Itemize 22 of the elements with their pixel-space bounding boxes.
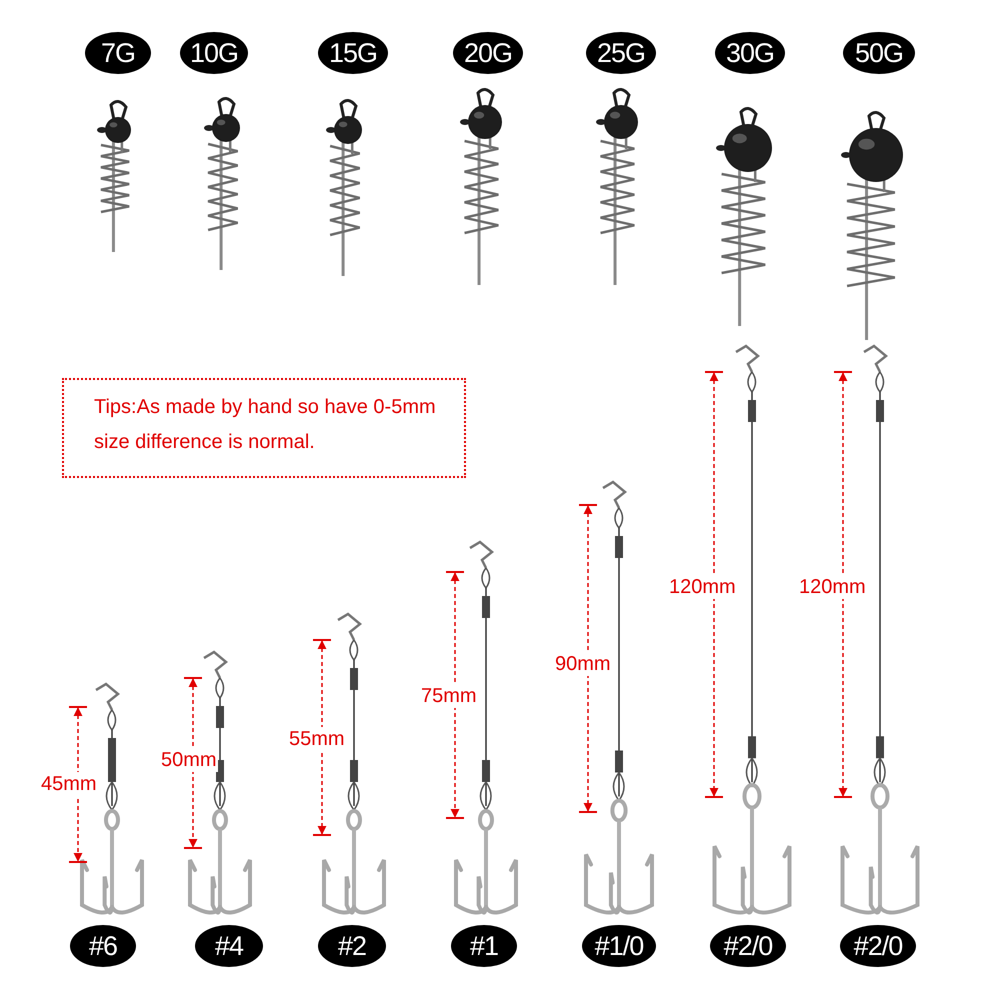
dimension-label: 55mm	[288, 727, 346, 751]
weight-badge: 25G	[586, 32, 656, 74]
dimension-label: 120mm	[668, 575, 737, 599]
weight-badge: 7G	[85, 32, 151, 74]
dimension-label: 120mm	[798, 575, 867, 599]
weight-badge: 15G	[318, 32, 388, 74]
tip-note: Tips:As made by hand so have 0-5mm size difference is normal.	[62, 378, 466, 478]
dimension-label: 75mm	[420, 684, 478, 708]
weight-badge: 20G	[453, 32, 523, 74]
hook-size-badge: #1	[451, 925, 517, 967]
hook-size-badge: #1/0	[582, 925, 656, 967]
weight-badge: 30G	[715, 32, 785, 74]
hook-size-badge: #2/0	[840, 925, 916, 967]
hook-size-badge: #4	[195, 925, 263, 967]
dimension-label: 50mm	[160, 748, 218, 772]
weight-badge: 50G	[843, 32, 915, 74]
hook-size-badge: #6	[70, 925, 136, 967]
dimension-label: 90mm	[554, 652, 612, 676]
hook-size-badge: #2/0	[710, 925, 786, 967]
dimension-label: 45mm	[40, 772, 98, 796]
weight-badge: 10G	[180, 32, 248, 74]
hook-size-badge: #2	[318, 925, 386, 967]
